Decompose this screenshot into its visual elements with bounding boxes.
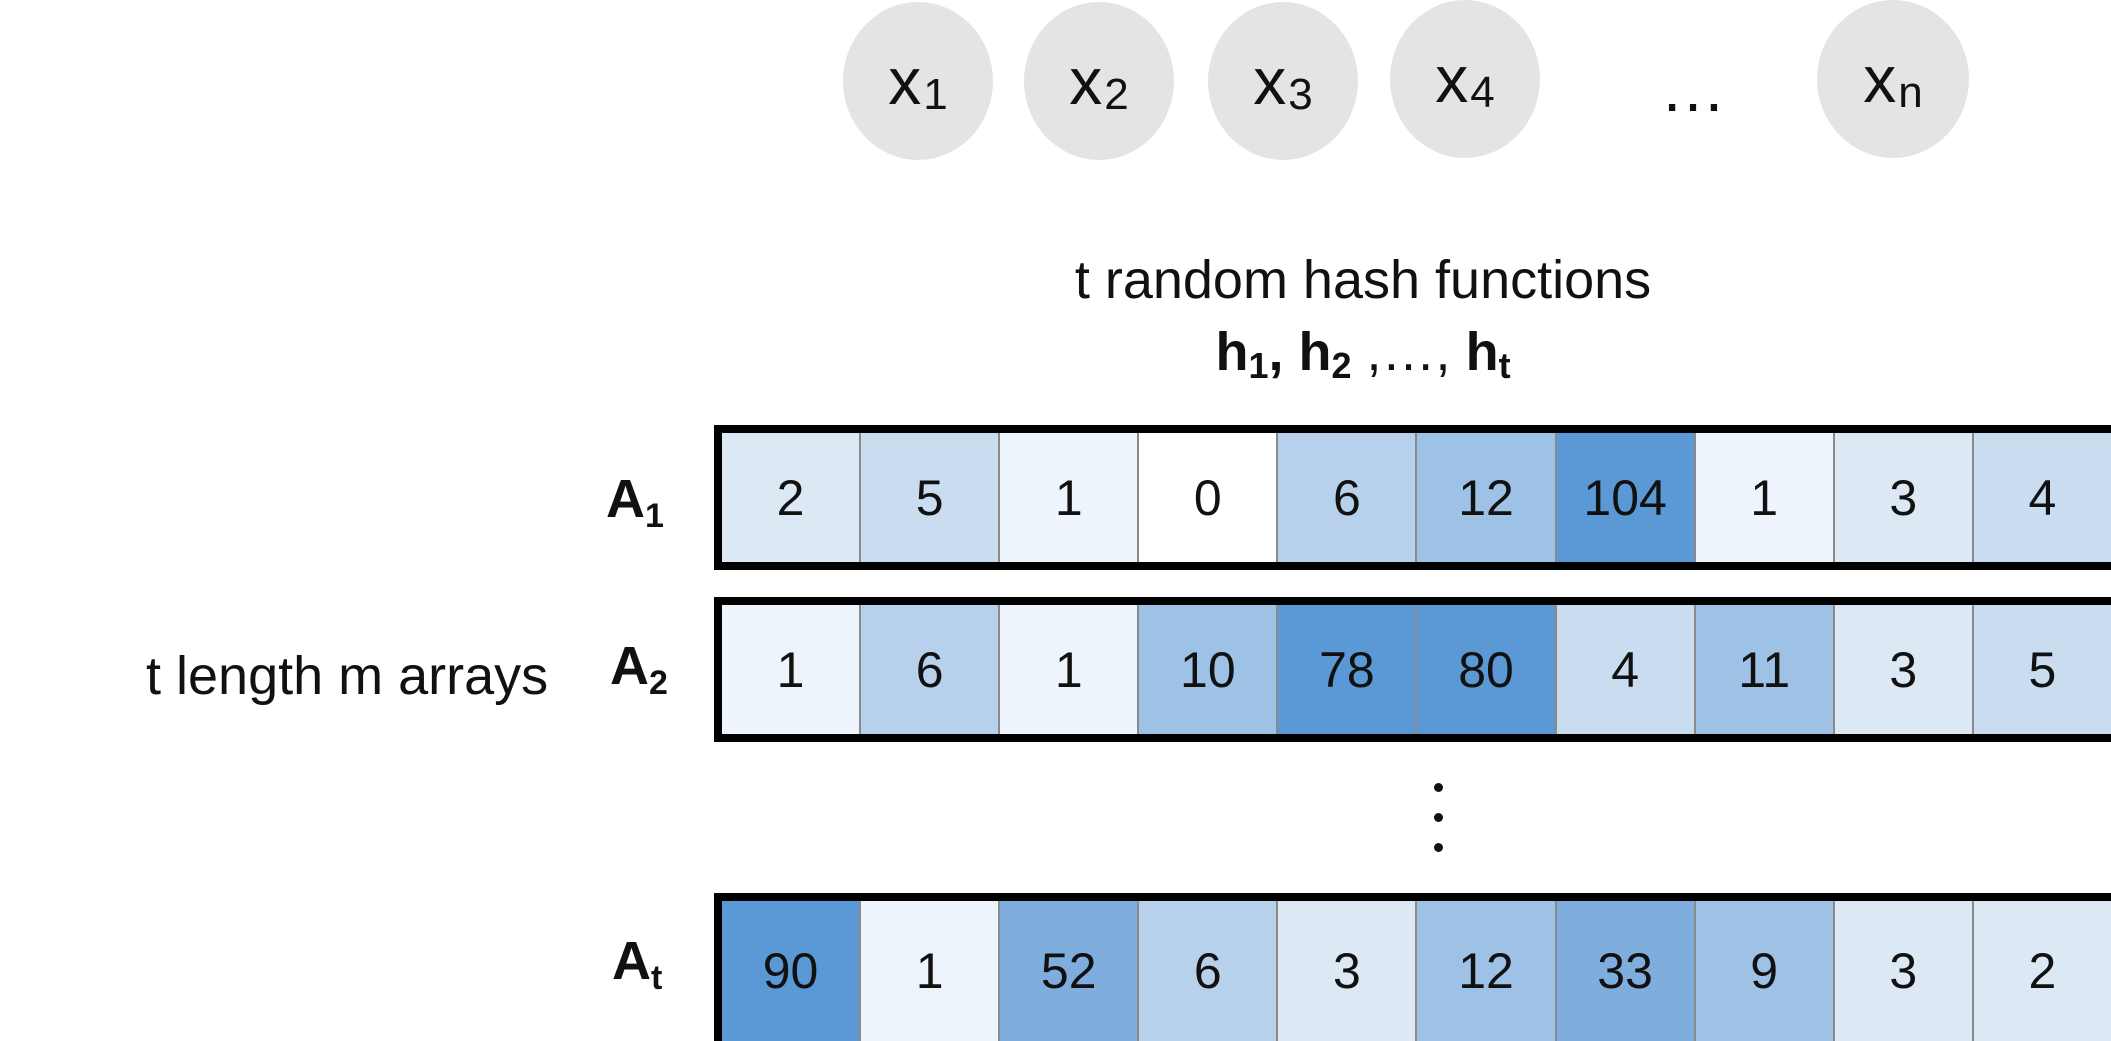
input-node-base: x (1435, 42, 1469, 116)
hash-functions-list: h1, h2 ,…, ht (800, 320, 1926, 390)
array-cell: 2 (722, 433, 860, 562)
input-node-sub: n (1898, 68, 1923, 117)
array-cell: 12 (1415, 433, 1555, 562)
array-cell: 1 (998, 433, 1138, 562)
array-label-a2: A2 (610, 635, 668, 702)
hash-fn-base: h (1298, 322, 1332, 382)
hash-functions-title: t random hash functions (1074, 250, 1652, 310)
array-cell: 1 (722, 605, 860, 734)
vertical-ellipsis (1424, 783, 1452, 857)
hash-fn-base: h (1465, 322, 1499, 382)
array-label-base: A (612, 931, 651, 991)
array-cell: 33 (1554, 901, 1694, 1041)
vertical-ellipsis-dot (1434, 783, 1443, 792)
array-cell: 90 (722, 901, 860, 1041)
vertical-ellipsis-dot (1434, 843, 1443, 852)
array-cell: 6 (1137, 901, 1277, 1041)
hash-fn-sub: t (1498, 345, 1511, 386)
input-node-base: x (1863, 42, 1897, 116)
array-cell: 80 (1415, 605, 1555, 734)
input-node-base: x (888, 44, 922, 118)
array-cell: 1 (859, 901, 999, 1041)
hash-fn-sub: 2 (1331, 345, 1352, 386)
array-cell: 104 (1554, 433, 1694, 562)
array-cell: 78 (1276, 605, 1416, 734)
array-at: 90 1 52 6 3 12 33 9 3 2 (714, 893, 2111, 1041)
hash-separator: , (1268, 322, 1284, 382)
array-cell: 10 (1137, 605, 1277, 734)
array-label-base: A (610, 636, 649, 696)
array-cell: 11 (1693, 605, 1833, 734)
array-label-base: A (606, 469, 645, 529)
array-cell: 3 (1832, 433, 1972, 562)
array-label-at: At (612, 930, 662, 997)
array-a1: 2 5 1 0 6 12 104 1 3 4 (714, 425, 2111, 570)
array-cell: 9 (1693, 901, 1833, 1041)
array-label-a1: A1 (606, 468, 664, 535)
array-cell: 52 (998, 901, 1138, 1041)
input-node-sub: 1 (923, 70, 948, 119)
array-cell: 0 (1137, 433, 1277, 562)
array-label-sub: 2 (649, 664, 668, 702)
array-cell: 3 (1832, 605, 1972, 734)
input-node-base: x (1069, 44, 1103, 118)
hash-fn-base: h (1215, 322, 1249, 382)
input-node-sub: 3 (1288, 70, 1313, 119)
hash-fn-sub: 1 (1248, 345, 1269, 386)
array-cell: 5 (859, 433, 999, 562)
array-cell: 2 (1971, 901, 2111, 1041)
array-cell: 3 (1832, 901, 1972, 1041)
array-cell: 4 (1971, 433, 2111, 562)
array-cell: 12 (1415, 901, 1555, 1041)
array-cell: 6 (859, 605, 999, 734)
vertical-ellipsis-dot (1434, 813, 1443, 822)
array-cell: 6 (1276, 433, 1416, 562)
hash-separator: ,…, (1351, 322, 1451, 382)
array-label-sub: 1 (645, 497, 664, 535)
array-cell: 5 (1971, 605, 2111, 734)
input-node-sub: 2 (1104, 70, 1129, 119)
array-label-sub: t (651, 959, 663, 997)
array-cell: 4 (1554, 605, 1694, 734)
array-cell: 1 (998, 605, 1138, 734)
inputs-ellipsis: … (1660, 51, 1728, 125)
input-node-base: x (1253, 44, 1287, 118)
array-a2: 1 6 1 10 78 80 4 11 3 5 (714, 597, 2111, 742)
array-cell: 1 (1693, 433, 1833, 562)
array-cell: 3 (1276, 901, 1416, 1041)
input-node-sub: 4 (1470, 68, 1495, 117)
arrays-side-label: t length m arrays (146, 646, 549, 706)
